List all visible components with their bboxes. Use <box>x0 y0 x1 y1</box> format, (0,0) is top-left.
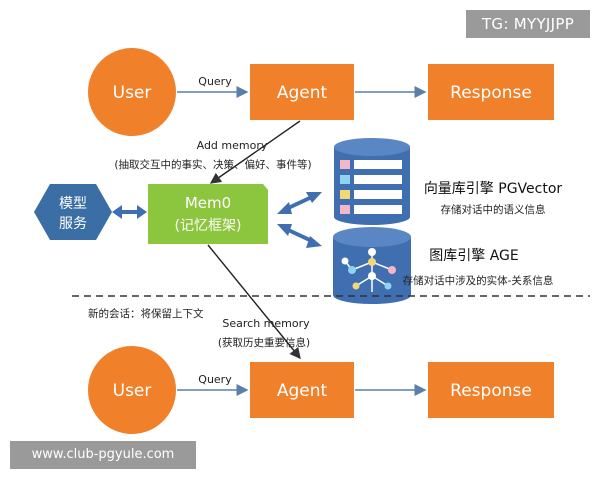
add-memory-arrow <box>209 120 301 184</box>
vector-db-subtitle: 存储对话中的语义信息 <box>441 203 546 216</box>
mem0-line2: (记忆框架) <box>175 218 242 234</box>
mem0-vector-link <box>277 192 322 214</box>
response-node-top <box>428 64 554 120</box>
graph-db-title: 图库引擎 AGE <box>429 248 518 264</box>
vector-db-icon <box>334 138 410 225</box>
model-mem0-arrowhead-right <box>137 205 147 219</box>
search-memory-detail: (获取历史重要信息) <box>218 336 310 349</box>
response-label-bottom: Response <box>450 381 532 401</box>
add-memory-detail: (抽取交互中的事实、决策、偏好、事件等) <box>114 158 311 171</box>
response-node-bottom <box>428 362 554 418</box>
model-mem0-arrowhead-left <box>112 205 122 219</box>
model-service-node <box>34 184 112 240</box>
agent-node-top <box>250 64 354 120</box>
model-service-line2: 服务 <box>59 216 87 232</box>
model-service-line1: 模型 <box>59 196 87 212</box>
response-label-top: Response <box>450 83 532 103</box>
graph-db-icon <box>333 227 411 304</box>
search-memory-arrow <box>207 244 301 360</box>
add-memory-title: Add memory <box>197 139 268 152</box>
agent-label-bottom: Agent <box>277 381 328 401</box>
search-memory-title: Search memory <box>222 317 310 330</box>
mem0-node <box>148 184 268 244</box>
watermark-top: TG: MYYJJPP <box>466 10 590 38</box>
user-label-top: User <box>113 83 152 103</box>
query-label-bottom: Query <box>198 373 232 386</box>
user-node-bottom <box>88 346 176 434</box>
watermark-bottom: www.club-pgyule.com <box>10 441 196 469</box>
graph-db-subtitle: 存储对话中涉及的实体-关系信息 <box>403 274 554 287</box>
user-label-bottom: User <box>113 381 152 401</box>
mem0-line1: Mem0 <box>185 194 231 212</box>
user-node-top <box>88 48 176 136</box>
query-label-top: Query <box>198 75 232 88</box>
new-session-note: 新的会话：将保留上下文 <box>88 307 204 320</box>
vector-db-title: 向量库引擎 PGVector <box>424 181 563 197</box>
agent-label-top: Agent <box>277 83 328 103</box>
mem0-graph-link <box>277 224 322 248</box>
agent-node-bottom <box>250 362 354 418</box>
